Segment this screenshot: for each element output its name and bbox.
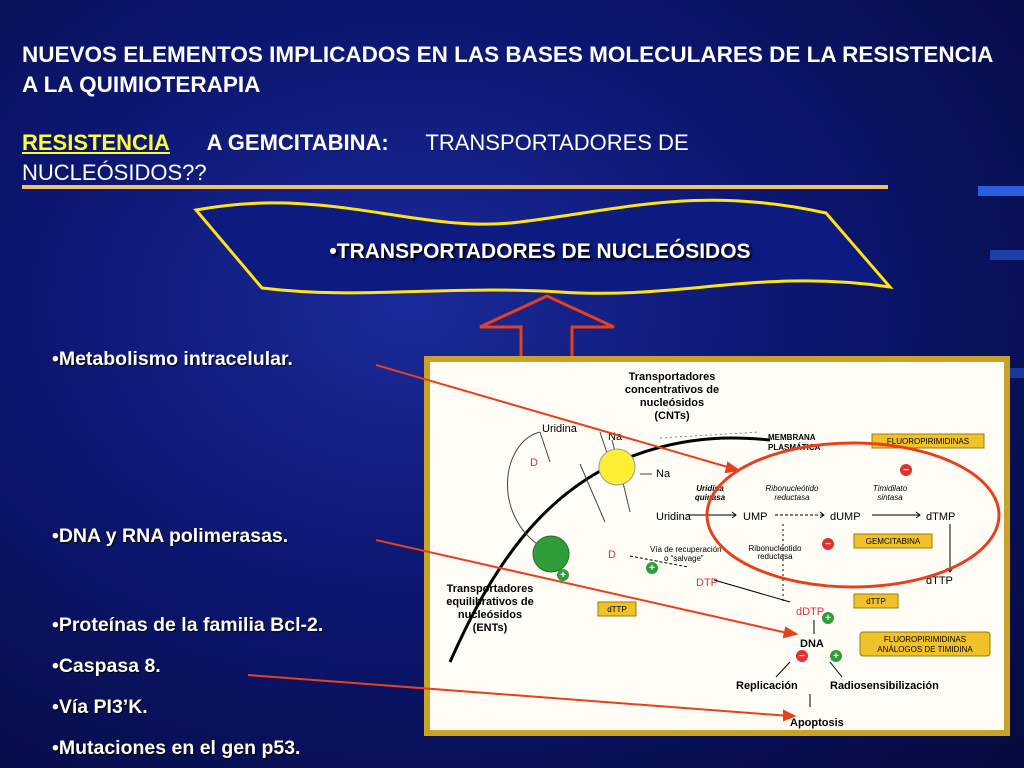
highlight-ellipse [707, 443, 999, 587]
pointer-line-metabolismo [376, 365, 738, 470]
pointer-line-apoptosis [248, 675, 790, 716]
